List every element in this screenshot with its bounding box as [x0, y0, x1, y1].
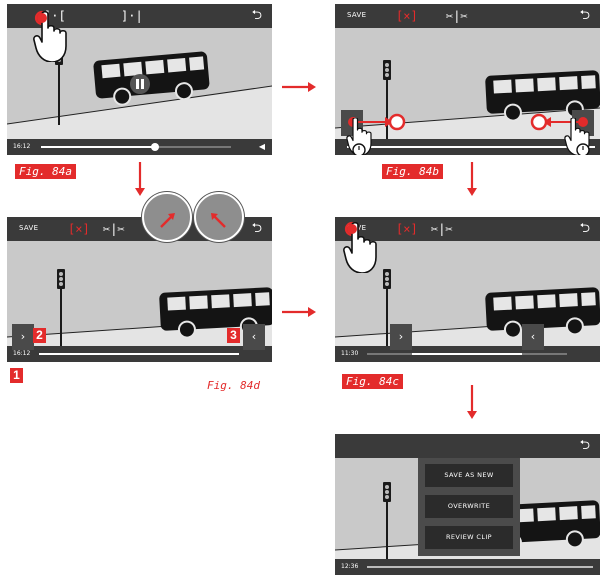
- back-arrow-icon[interactable]: ⮌: [251, 221, 262, 236]
- video-frame: [7, 45, 272, 139]
- playback-bar: 16:12: [7, 346, 272, 362]
- callout-2: 2: [33, 328, 46, 343]
- trim-both-icon[interactable]: [×]: [68, 222, 90, 236]
- trim-both-icon[interactable]: [×]: [396, 222, 418, 236]
- trim-start-icon[interactable]: ]·[: [44, 9, 66, 23]
- trim-both-icon[interactable]: [×]: [396, 9, 418, 23]
- flow-arrow-c-to-dialog: [465, 383, 479, 421]
- right-dial-icon[interactable]: [194, 192, 244, 242]
- flow-arrow-a-to-d: [133, 160, 147, 198]
- screen-fig-84b: SAVE [×] ✂|✂ ⮌: [335, 4, 600, 155]
- flow-arrow-b-to-c: [465, 160, 479, 198]
- tap-hand-icon: [33, 10, 67, 62]
- save-button[interactable]: SAVE: [347, 11, 367, 19]
- drag-hand-left-icon: [346, 118, 372, 155]
- speaker-icon[interactable]: ◀: [258, 142, 265, 151]
- drag-hand-right-icon: [564, 118, 590, 155]
- overwrite-button[interactable]: OVERWRITE: [425, 495, 513, 518]
- trim-start-icon[interactable]: ✂|✂: [103, 222, 125, 236]
- trim-start-icon[interactable]: ✂|✂: [446, 9, 468, 23]
- fig-label-84d: Fig. 84d: [207, 379, 260, 392]
- time-readout: 16:12: [13, 350, 31, 357]
- start-marker[interactable]: ›: [12, 324, 34, 350]
- back-arrow-icon[interactable]: ⮌: [579, 438, 590, 453]
- pause-icon[interactable]: [130, 74, 150, 94]
- save-options-dialog: SAVE AS NEW OVERWRITE REVIEW CLIP: [418, 458, 520, 556]
- playback-bar: 11:30: [335, 346, 600, 362]
- save-button[interactable]: SAVE: [19, 224, 39, 232]
- progress-fill: [41, 146, 153, 148]
- fig-label-84a: Fig. 84a: [15, 164, 76, 179]
- top-toolbar: ⮌: [335, 434, 600, 458]
- fig-label-84b: Fig. 84b: [382, 164, 443, 179]
- time-readout: 16:12: [13, 143, 31, 150]
- top-toolbar: ]·[ ]·| ⮌: [7, 4, 272, 28]
- save-as-new-button[interactable]: SAVE AS NEW: [425, 464, 513, 487]
- left-dial-icon[interactable]: [142, 192, 192, 242]
- callout-1: 1: [10, 368, 23, 383]
- screen-fig-84c: SAVE [×] ✂|✂ ⮌ 11:30 › ‹: [335, 217, 600, 362]
- back-arrow-icon[interactable]: ⮌: [579, 221, 590, 236]
- review-clip-button[interactable]: REVIEW CLIP: [425, 526, 513, 549]
- end-marker[interactable]: ‹: [243, 324, 265, 350]
- playback-bar: 12:36: [335, 559, 600, 575]
- selected-range: [412, 353, 522, 355]
- playback-bar: [335, 139, 600, 155]
- progress-track[interactable]: [347, 146, 595, 148]
- flow-arrow-d-to-c: [280, 305, 318, 319]
- time-readout: 11:30: [341, 350, 359, 357]
- start-marker[interactable]: ›: [390, 324, 412, 350]
- video-frame: [7, 269, 272, 346]
- progress-track[interactable]: [39, 353, 239, 355]
- screen-save-dialog: ⮌ SAVE AS NEW OVERWRITE REVIEW CLIP 12:3…: [335, 434, 600, 575]
- callout-3: 3: [227, 328, 240, 343]
- progress-knob[interactable]: [151, 143, 159, 151]
- fig-label-84c: Fig. 84c: [342, 374, 403, 389]
- screen-fig-84a: ]·[ ]·| ⮌ 16:12 ◀: [7, 4, 272, 155]
- progress-track[interactable]: [41, 143, 231, 151]
- flow-arrow-a-to-b: [280, 80, 318, 94]
- time-readout: 12:36: [341, 563, 359, 570]
- playback-bar: 16:12 ◀: [7, 139, 272, 155]
- end-marker[interactable]: ‹: [522, 324, 544, 350]
- top-toolbar: SAVE [×] ✂|✂ ⮌: [335, 4, 600, 28]
- back-arrow-icon[interactable]: ⮌: [579, 8, 590, 23]
- top-toolbar: SAVE [×] ✂|✂ ⮌: [335, 217, 600, 241]
- trim-start-icon[interactable]: ✂|✂: [431, 222, 453, 236]
- progress-track[interactable]: [367, 566, 593, 568]
- back-arrow-icon[interactable]: ⮌: [251, 8, 262, 23]
- trim-end-icon[interactable]: ]·|: [121, 9, 143, 23]
- progress-track[interactable]: [367, 353, 567, 355]
- tap-hand-icon: [343, 221, 377, 273]
